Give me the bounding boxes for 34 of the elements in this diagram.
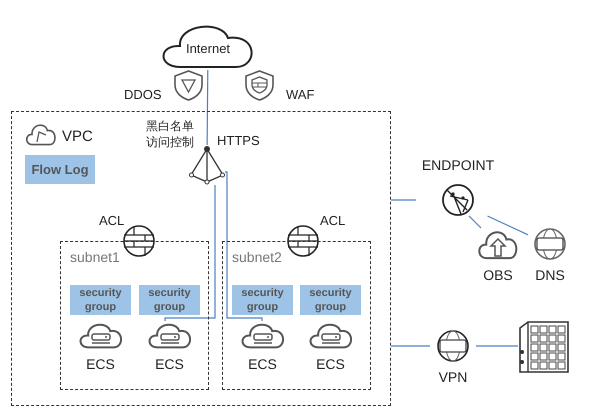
service-tag: Flow Log [25,155,95,184]
connector-line [476,345,518,347]
node-label: OBS [483,266,513,284]
connector-line [225,171,263,321]
connector-line [391,199,416,201]
service-tag: security group [300,285,361,315]
connector-line [206,70,208,145]
node-label: ECS [86,355,115,373]
vpc-boundary [11,111,391,406]
service-tag: security group [139,285,200,315]
service-label: DDOS [124,86,162,104]
node-label: Internet [186,40,230,58]
connector-line [164,184,216,321]
container-heading: subnet1 [70,248,120,267]
subnet-boundary [222,241,371,390]
subnet-boundary [60,241,209,390]
service-label: ACL [320,212,346,230]
connector-line [391,345,430,347]
node-label: ECS [316,355,345,373]
service-label: ACL [99,212,124,230]
node-label: DNS [535,266,565,284]
node-label: VPN [438,368,468,386]
connector-line [487,215,528,236]
container-heading: VPC [62,127,93,147]
node-label: ECS [155,355,184,373]
node-label: ECS [248,355,277,373]
node-label: ENDPOINT [422,156,494,174]
connector-line [468,216,482,228]
service-label: WAF [286,86,314,104]
annotation-text: 黑白名单访问控制 [146,118,195,150]
service-tag: security group [232,285,293,315]
container-heading: subnet2 [232,248,282,267]
service-tag: security group [70,285,131,315]
annotation-text: HTTPS [217,132,261,150]
